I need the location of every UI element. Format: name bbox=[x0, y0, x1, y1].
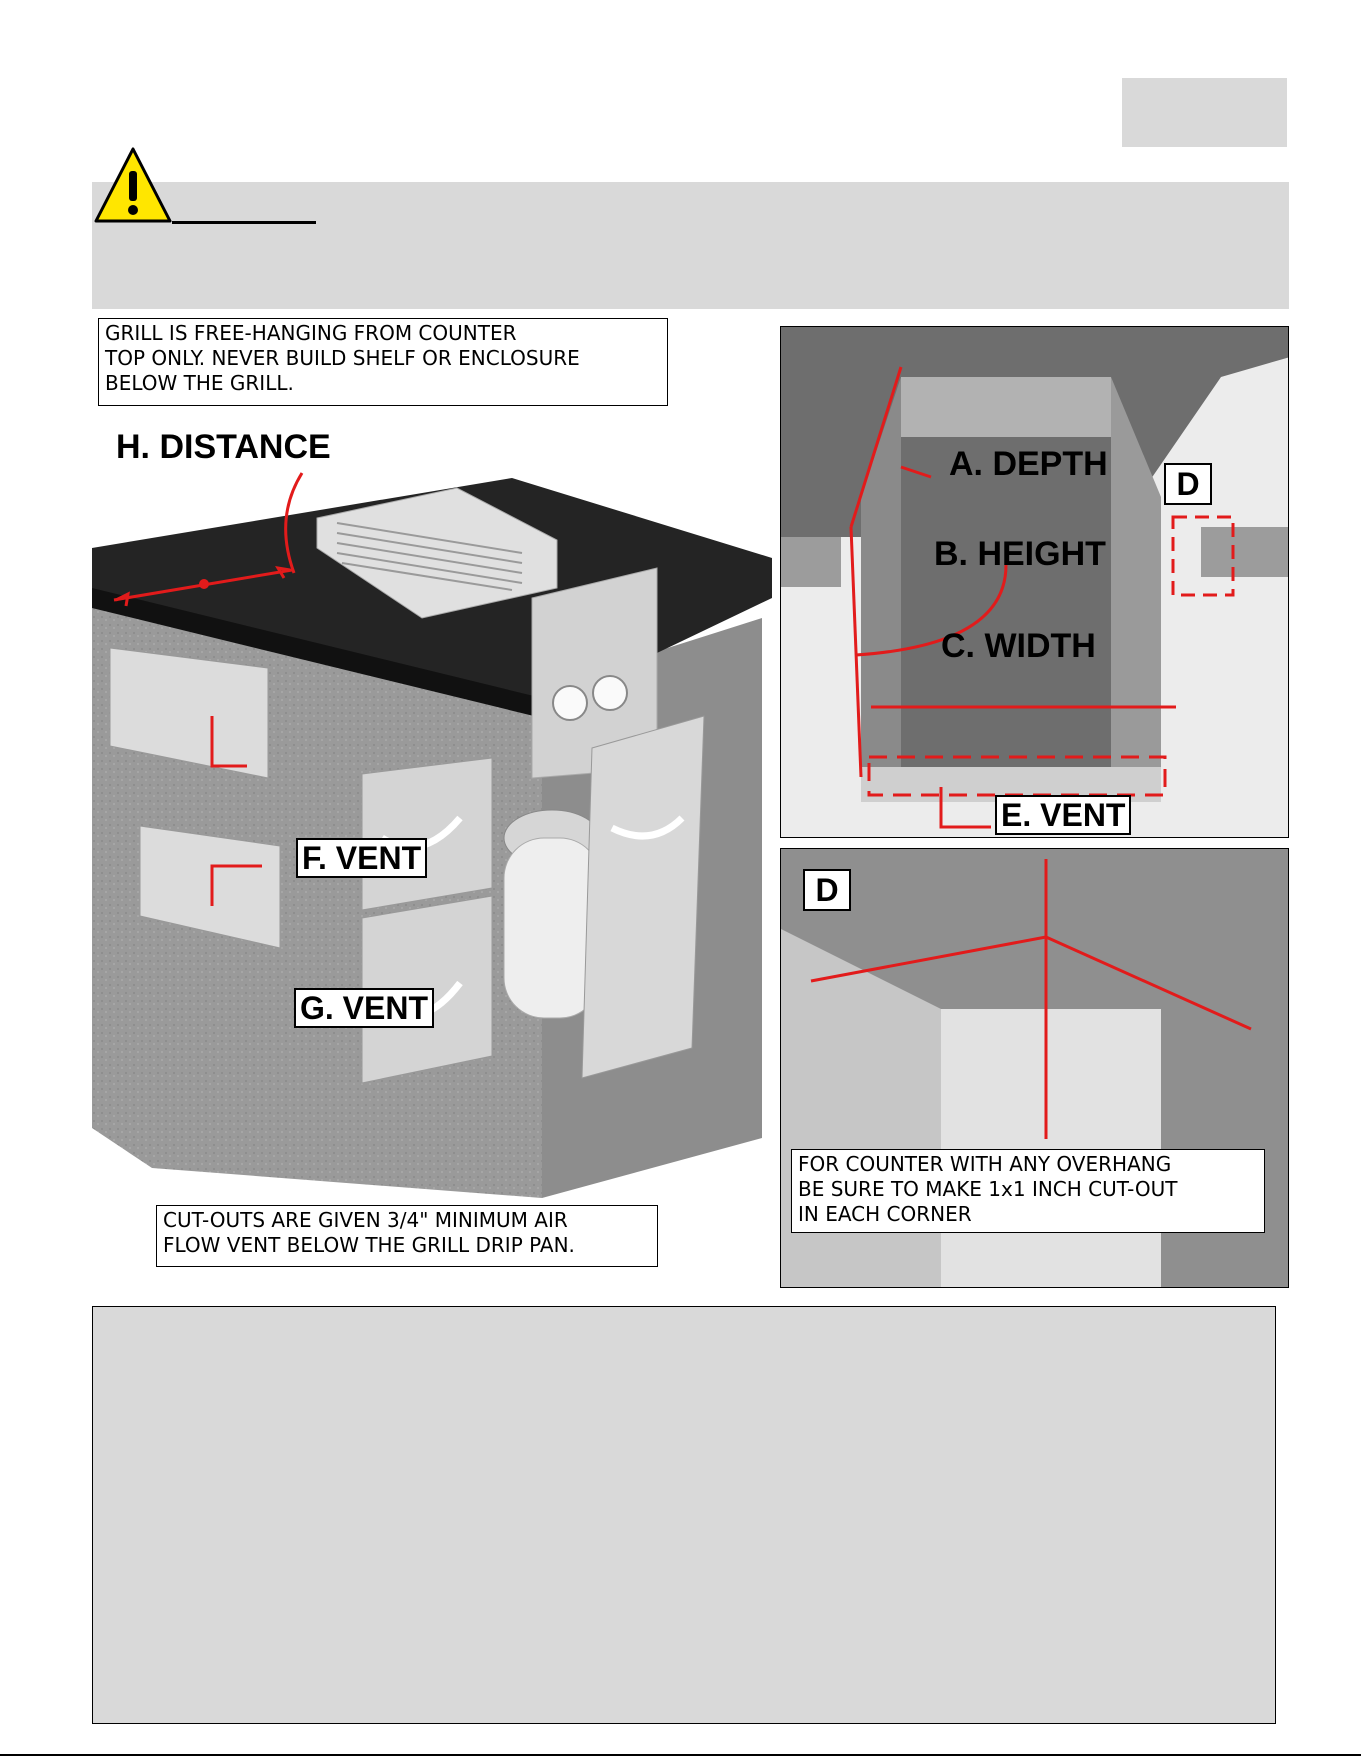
cutout-diagram bbox=[781, 327, 1288, 837]
callout-corner-cutout: FOR COUNTER WITH ANY OVERHANG BE SURE TO… bbox=[791, 1149, 1265, 1233]
footer-rule bbox=[0, 1754, 1361, 1756]
label-h-distance: H. DISTANCE bbox=[116, 428, 331, 466]
label-f-vent: F. VENT bbox=[296, 838, 428, 878]
label-a-depth: A. DEPTH bbox=[949, 445, 1108, 483]
warning-heading-underline bbox=[172, 221, 316, 224]
label-b-height: B. HEIGHT bbox=[934, 535, 1106, 573]
detail-panel-corner: D FOR COUNTER WITH ANY OVERHANG BE SURE … bbox=[780, 848, 1289, 1288]
label-g-vent: G. VENT bbox=[294, 988, 435, 1028]
page-tag-box bbox=[1122, 78, 1287, 147]
callout-airflow: CUT-OUTS ARE GIVEN 3/4" MINIMUM AIR FLOW… bbox=[156, 1205, 658, 1267]
label-d-detail: D bbox=[803, 869, 851, 911]
callout-free-hanging: GRILL IS FREE-HANGING FROM COUNTER TOP O… bbox=[98, 318, 668, 406]
label-e-vent: E. VENT bbox=[995, 795, 1132, 835]
installation-figure: A. DEPTH B. HEIGHT C. WIDTH E. VENT D D … bbox=[92, 318, 1289, 1288]
warning-icon bbox=[94, 147, 172, 223]
warning-box bbox=[92, 182, 1289, 309]
instructions-box bbox=[92, 1306, 1276, 1724]
label-d-marker: D bbox=[1164, 463, 1212, 505]
detail-panel-dimensions: A. DEPTH B. HEIGHT C. WIDTH E. VENT D bbox=[780, 326, 1289, 838]
label-c-width: C. WIDTH bbox=[941, 627, 1096, 665]
